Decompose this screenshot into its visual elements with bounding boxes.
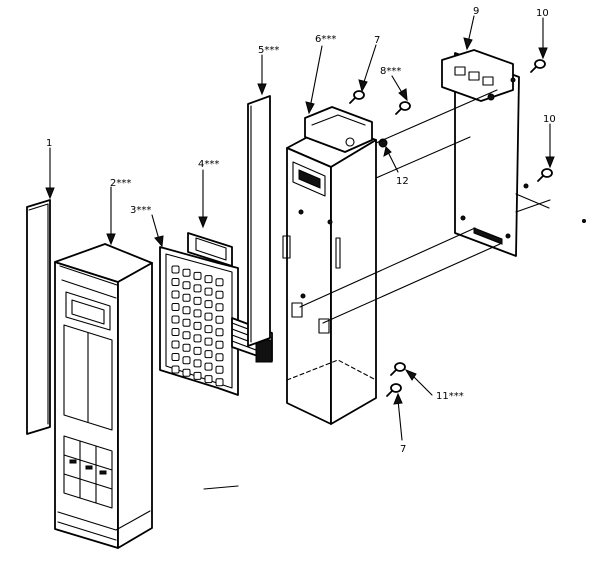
keypad-key <box>215 328 224 337</box>
keypad-key <box>215 303 224 312</box>
keypad-key <box>193 346 202 355</box>
assembly-lines <box>203 89 586 490</box>
screw-10-mid <box>537 168 553 182</box>
part-5-strip <box>247 95 271 347</box>
part-9-circuit-board <box>441 49 529 257</box>
keypad-key <box>193 296 202 305</box>
keypad-key <box>204 375 213 384</box>
screw-7-top <box>349 90 365 104</box>
keypad-key <box>193 271 202 280</box>
part-1-panel <box>26 199 51 435</box>
callout-10-top: 10 <box>536 8 549 19</box>
keypad-key <box>215 278 224 287</box>
callout-labels: 1 2*** 3*** 4*** 5*** 6*** 7 8*** 9 10 1… <box>46 6 556 455</box>
keypad-key <box>193 359 202 368</box>
keypad-key <box>215 353 224 362</box>
keypad-key <box>171 315 180 324</box>
keypad-key <box>193 334 202 343</box>
callout-7-top: 7 <box>374 35 380 46</box>
keypad-key <box>171 340 180 349</box>
keypad-key <box>171 303 180 311</box>
keypad-key <box>182 293 191 302</box>
callout-4: 4*** <box>198 159 219 170</box>
callout-2: 2*** <box>110 178 131 189</box>
keypad-key <box>182 306 191 315</box>
keypad-key <box>171 353 180 361</box>
part-4-gasket <box>187 232 233 267</box>
keypad-key <box>215 340 224 349</box>
keypad-key <box>182 331 191 340</box>
keypad-key <box>193 284 202 293</box>
keypad-key <box>215 290 224 299</box>
keypad-key <box>171 328 180 336</box>
keypad-key <box>171 365 180 374</box>
callout-6: 6*** <box>315 34 336 45</box>
screws <box>349 59 553 397</box>
part-2-control-frame <box>54 243 153 549</box>
keypad-key <box>204 362 213 371</box>
keypad-key <box>182 281 191 290</box>
callout-11: 11*** <box>436 391 464 402</box>
keypad-key <box>182 343 191 352</box>
keypad-key <box>204 337 213 346</box>
leader-lines <box>45 15 555 441</box>
keypad-key <box>182 268 191 277</box>
callout-9: 9 <box>473 6 479 17</box>
callout-12: 12 <box>396 176 409 187</box>
callout-7-bottom: 7 <box>400 444 406 455</box>
part-6-rear-housing <box>282 106 377 425</box>
callout-5: 5*** <box>258 45 279 56</box>
keypad-key <box>171 265 180 274</box>
keypad-key <box>182 356 191 365</box>
keypad-key <box>204 300 213 309</box>
callout-10-mid: 10 <box>543 114 556 125</box>
callout-8: 8*** <box>380 66 401 77</box>
keypad-key <box>193 371 202 380</box>
keypad-key-grid <box>171 265 224 387</box>
keypad-key <box>204 275 213 284</box>
keypad-key <box>182 368 191 377</box>
callout-1: 1 <box>46 138 52 149</box>
keypad-key <box>193 321 202 330</box>
screw-7-bottom <box>386 383 402 397</box>
keypad-key <box>215 378 224 387</box>
keypad-key <box>204 312 213 321</box>
keypad-key <box>204 325 213 334</box>
screw-11 <box>390 362 406 376</box>
keypad-key <box>204 287 213 296</box>
keypad-key <box>193 309 202 318</box>
screw-10-top <box>530 59 546 73</box>
keypad-key <box>215 315 224 324</box>
keypad-key <box>204 350 213 359</box>
keypad-key <box>182 318 191 327</box>
keypad-key <box>171 290 180 299</box>
screw-8-top <box>395 101 411 115</box>
keypad-key <box>215 365 224 374</box>
callout-3: 3*** <box>130 205 151 216</box>
keypad-key <box>171 278 180 286</box>
